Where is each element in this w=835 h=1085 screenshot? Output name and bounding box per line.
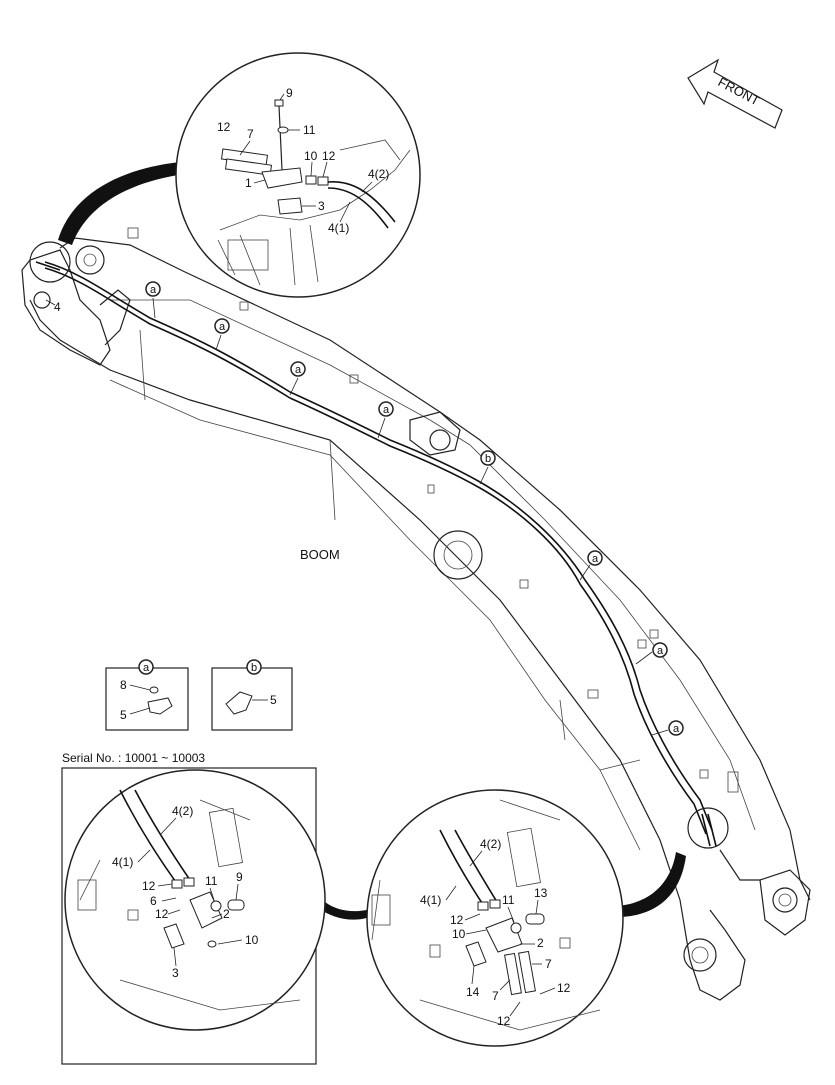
callout-circle-foot: [687, 807, 729, 849]
svg-text:8: 8: [120, 678, 127, 692]
svg-text:5: 5: [270, 693, 277, 707]
left-edge-label: 4: [54, 300, 61, 314]
boom-structure: [21, 227, 811, 1001]
marker-a-7: a: [651, 720, 684, 736]
legend-a: a 8 5: [105, 659, 189, 731]
svg-text:10: 10: [304, 149, 318, 163]
callout-arrow-right: [590, 852, 686, 918]
legend-b: b 5: [211, 659, 293, 731]
svg-text:11: 11: [502, 893, 515, 907]
marker-a-5: a: [579, 550, 603, 581]
svg-text:4(2): 4(2): [480, 837, 501, 851]
marker-a-6: a: [635, 642, 668, 665]
svg-text:a: a: [592, 553, 599, 565]
serial-label: Serial No. : 10001 ~ 10003: [62, 751, 205, 765]
svg-text:7: 7: [545, 957, 552, 971]
top-detail: 9 12 7 11 10 12 4(2) 1 3 4(1): [175, 52, 421, 298]
marker-b-1: b: [479, 450, 496, 485]
svg-text:10: 10: [245, 933, 259, 947]
svg-text:a: a: [295, 364, 302, 376]
svg-text:b: b: [251, 662, 257, 674]
svg-text:12: 12: [217, 120, 231, 134]
svg-text:2: 2: [537, 936, 544, 950]
svg-text:12: 12: [155, 907, 169, 921]
svg-text:5: 5: [120, 708, 127, 722]
svg-text:10: 10: [452, 927, 466, 941]
svg-text:a: a: [219, 321, 226, 333]
boom-clip-markers: a a a a b a a a: [145, 281, 684, 736]
svg-text:12: 12: [450, 913, 464, 927]
svg-text:1: 1: [245, 176, 252, 190]
marker-a-2: a: [214, 318, 230, 351]
bottom-right-detail: 4(2) 4(1) 11 13 12 10 2 7 14 7 12 12: [366, 789, 624, 1047]
svg-text:a: a: [143, 662, 150, 674]
hose-routing: [44, 261, 713, 835]
svg-text:4(2): 4(2): [172, 804, 193, 818]
svg-text:2: 2: [223, 907, 230, 921]
svg-text:7: 7: [492, 989, 499, 1003]
marker-a-text: a: [150, 284, 157, 296]
svg-text:3: 3: [318, 199, 325, 213]
boom-label: BOOM: [300, 547, 340, 562]
marker-a-3: a: [289, 361, 306, 396]
svg-text:a: a: [673, 723, 680, 735]
svg-text:6: 6: [150, 894, 157, 908]
svg-text:12: 12: [497, 1014, 511, 1028]
svg-text:13: 13: [534, 886, 548, 900]
svg-text:4(1): 4(1): [420, 893, 441, 907]
callout-arrow-left: [318, 902, 382, 920]
svg-text:b: b: [485, 453, 491, 465]
front-arrow: FRONT: [687, 58, 783, 129]
svg-text:12: 12: [322, 149, 336, 163]
svg-text:9: 9: [286, 86, 293, 100]
svg-text:12: 12: [557, 981, 571, 995]
marker-a-4: a: [377, 401, 394, 439]
svg-text:a: a: [383, 404, 390, 416]
marker-a-1: a: [145, 281, 161, 319]
callout-circle-head: [29, 241, 71, 283]
svg-text:4(2): 4(2): [368, 167, 389, 181]
svg-text:a: a: [657, 645, 664, 657]
svg-text:11: 11: [205, 874, 218, 888]
svg-text:4(1): 4(1): [112, 855, 133, 869]
svg-text:4(1): 4(1): [328, 221, 349, 235]
svg-text:3: 3: [172, 966, 179, 980]
svg-text:7: 7: [247, 127, 254, 141]
svg-text:11: 11: [303, 123, 316, 137]
callout-arrow-top: [58, 162, 180, 245]
svg-text:9: 9: [236, 870, 243, 884]
svg-text:12: 12: [142, 879, 156, 893]
svg-text:14: 14: [466, 985, 480, 999]
bottom-left-detail: 4(2) 4(1) 12 11 9 6 12 2 10 3: [64, 769, 326, 1031]
